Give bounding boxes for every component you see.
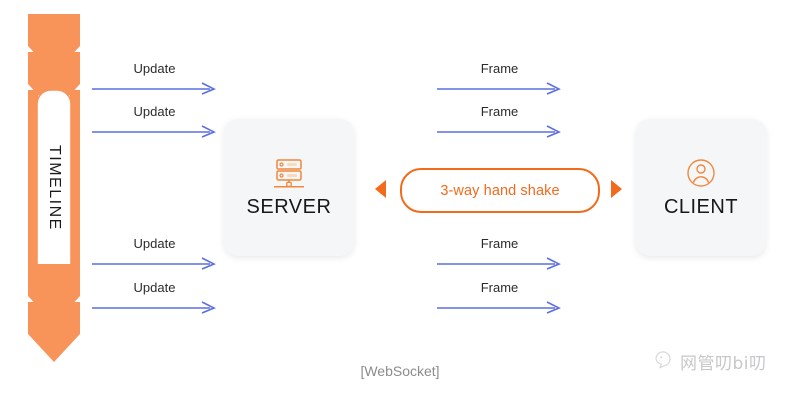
diagram-caption: [WebSocket] xyxy=(360,363,440,379)
message-label: Frame xyxy=(480,280,519,295)
message-update-2: Update xyxy=(92,104,217,138)
arrow-right-icon xyxy=(437,124,562,138)
handshake-pill[interactable]: 3-way hand shake xyxy=(400,168,600,213)
message-update-1: Update xyxy=(92,61,217,95)
arrow-right-icon xyxy=(92,81,217,95)
arrow-right-icon xyxy=(92,300,217,314)
timeline-bar: TIMELINE xyxy=(28,14,80,362)
node-label: SERVER xyxy=(246,196,332,218)
arrow-right-icon xyxy=(437,81,562,95)
message-label: Update xyxy=(133,236,176,251)
user-circle-icon xyxy=(684,156,718,190)
arrow-right-icon xyxy=(437,256,562,270)
message-update-3: Update xyxy=(92,236,217,270)
node-server[interactable]: SERVER xyxy=(224,119,354,256)
chevron-down-arrow-bar-icon xyxy=(28,14,80,362)
triangle-right-icon xyxy=(611,180,622,198)
message-label: Frame xyxy=(480,236,519,251)
message-label: Update xyxy=(133,104,176,119)
triangle-left-icon xyxy=(375,180,386,198)
watermark-text: 网管叨bi叨 xyxy=(680,354,767,374)
arrow-right-icon xyxy=(92,256,217,270)
message-frame-1: Frame xyxy=(437,61,562,95)
server-rack-icon xyxy=(272,156,306,190)
message-frame-4: Frame xyxy=(437,280,562,314)
node-label: CLIENT xyxy=(663,196,739,218)
message-label: Frame xyxy=(480,61,519,76)
bird-logo-icon xyxy=(652,348,674,375)
message-label: Frame xyxy=(480,104,519,119)
arrow-right-icon xyxy=(92,124,217,138)
message-label: Update xyxy=(133,61,176,76)
arrow-right-icon xyxy=(437,300,562,314)
handshake-label: 3-way hand shake xyxy=(440,182,560,199)
message-frame-3: Frame xyxy=(437,236,562,270)
node-client[interactable]: CLIENT xyxy=(636,119,766,256)
message-label: Update xyxy=(133,280,176,295)
message-update-4: Update xyxy=(92,280,217,314)
watermark: 网管叨bi叨 xyxy=(652,348,767,375)
message-frame-2: Frame xyxy=(437,104,562,138)
